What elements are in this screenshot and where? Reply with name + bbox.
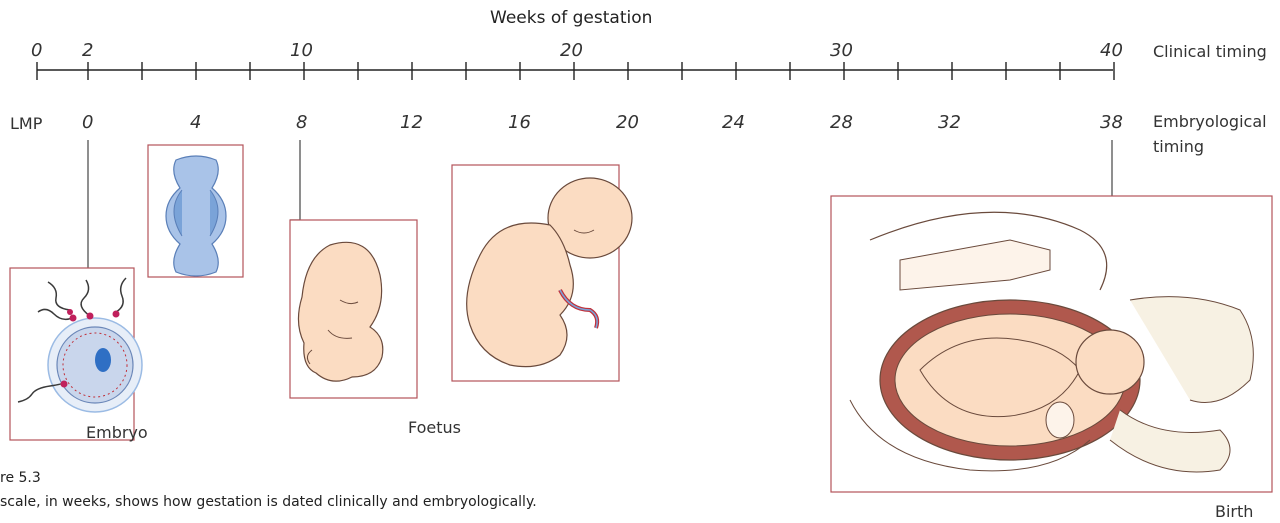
embryo-tick-38: 38 <box>1100 112 1123 133</box>
foetus-8wk-panel <box>290 220 417 398</box>
clinical-tick-30: 30 <box>830 40 853 61</box>
embryological-timing-label-line2: timing <box>1153 137 1204 156</box>
caption-text: scale, in weeks, shows how gestation is … <box>0 494 537 510</box>
figure-number: re 5.3 <box>0 470 41 486</box>
embryo-tick-8: 8 <box>296 112 307 133</box>
foetus-16wk-panel <box>452 165 632 381</box>
clinical-tick-0: 0 <box>31 40 42 61</box>
clinical-timing-label: Clinical timing <box>1153 42 1267 61</box>
embryo-tick-4: 4 <box>190 112 201 133</box>
embryo-tick-16: 16 <box>508 112 531 133</box>
embryo-tick-20: 20 <box>616 112 639 133</box>
clinical-tick-10: 10 <box>290 40 313 61</box>
embryo-panel <box>148 145 243 277</box>
embryological-timing-label: Embryological <box>1153 112 1267 131</box>
timeline-ticks <box>37 62 1114 80</box>
embryo-tick-32: 32 <box>938 112 961 133</box>
embryo-label: Embryo <box>86 423 148 442</box>
clinical-tick-2: 2 <box>82 40 93 61</box>
embryo-tick-0: 0 <box>82 112 93 133</box>
fertilisation-panel <box>10 268 142 440</box>
clinical-tick-20: 20 <box>560 40 583 61</box>
foetus-label: Foetus <box>408 418 461 437</box>
connector-foetus <box>290 140 300 220</box>
embryo-tick-28: 28 <box>830 112 853 133</box>
embryo-tick-24: 24 <box>722 112 745 133</box>
birth-label: Birth <box>1215 502 1253 521</box>
clinical-tick-40: 40 <box>1100 40 1123 61</box>
birth-panel <box>831 196 1272 492</box>
lmp-label: LMP <box>10 114 42 133</box>
embryo-tick-12: 12 <box>400 112 423 133</box>
